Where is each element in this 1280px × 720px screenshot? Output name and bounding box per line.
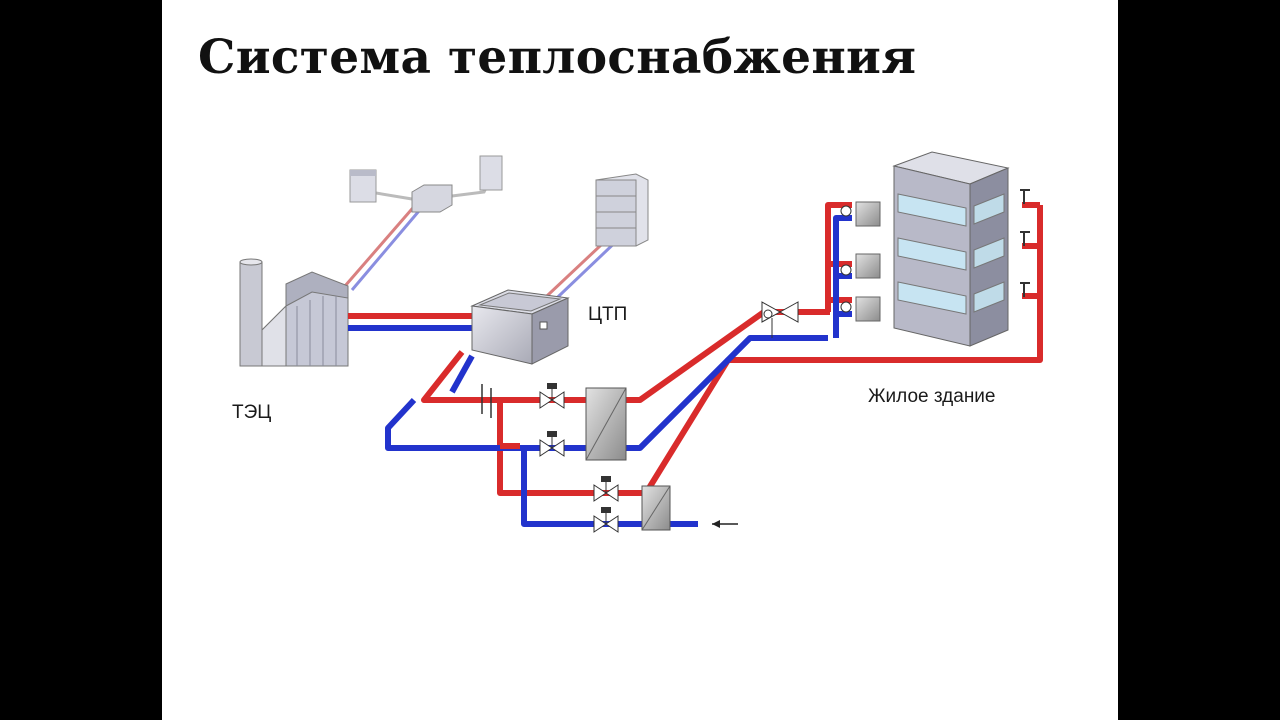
power-plant-icon — [239, 258, 349, 367]
flow-meter-icon — [481, 384, 492, 418]
heat-exchanger-icon — [641, 485, 671, 531]
tap-icon — [1020, 231, 1030, 246]
heating-system-diagram: ТЭЦ ЦТП Жилое здание — [232, 151, 1043, 533]
heat-exchanger-icon — [585, 387, 627, 461]
slide-title: Система теплоснабжения — [198, 30, 917, 85]
arrow-left-icon — [712, 520, 738, 528]
valve-icon — [593, 476, 619, 502]
radiator-icon — [840, 253, 881, 279]
apartment-building-small-icon — [595, 173, 649, 247]
valve-icon — [593, 507, 619, 533]
chp-label: ТЭЦ — [232, 402, 271, 423]
building-label: Жилое здание — [868, 386, 996, 407]
radiator-icon — [840, 201, 881, 227]
small-building-right-icon — [479, 155, 503, 191]
small-substation-icon — [411, 184, 453, 213]
radiator-icon — [840, 296, 881, 322]
apartment-building-icon — [892, 151, 1010, 347]
slide: Система теплоснабжения — [162, 0, 1118, 720]
pump-icon — [761, 301, 799, 338]
small-building-left-icon — [349, 169, 377, 203]
remote-buildings — [343, 155, 649, 316]
tap-icon — [1020, 282, 1030, 297]
tap-icon — [1020, 189, 1030, 204]
substation-box-icon — [470, 289, 570, 365]
valve-icon — [539, 431, 565, 457]
valve-icon — [539, 383, 565, 409]
ctp-label: ЦТП — [588, 304, 627, 325]
